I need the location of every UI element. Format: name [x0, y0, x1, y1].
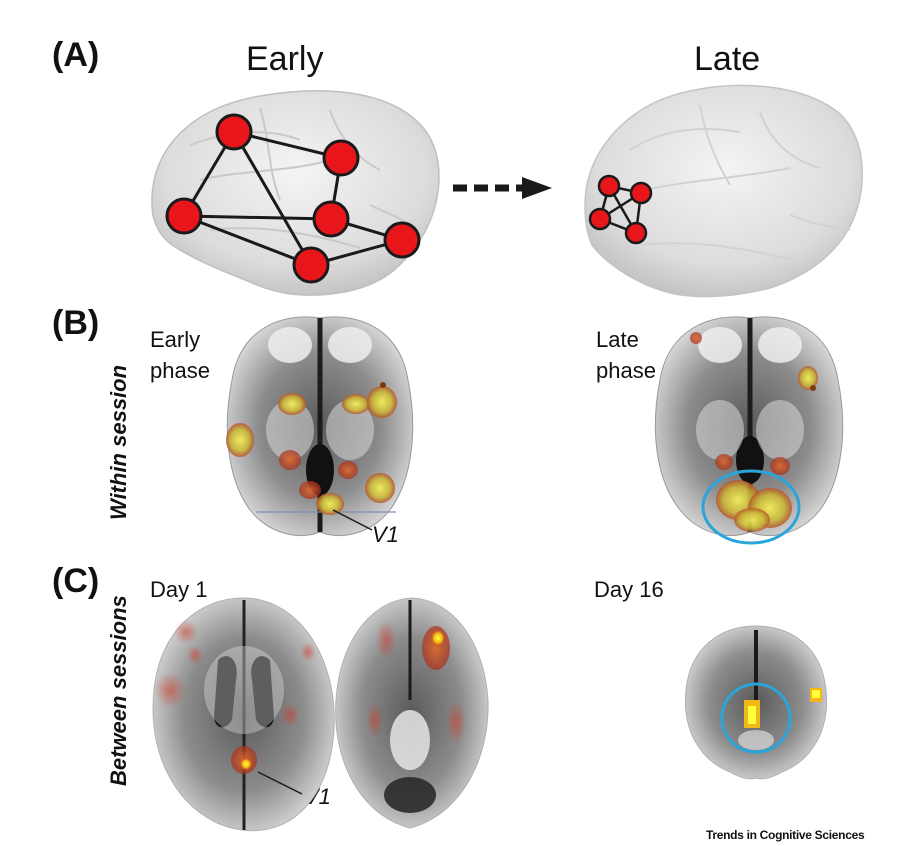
- journal-credit: Trends in Cognitive Sciences: [706, 828, 865, 842]
- day1-inferior-slice: [335, 597, 489, 829]
- node: [624, 221, 648, 245]
- early-phase-label: Early phase: [150, 324, 210, 386]
- node: [383, 221, 421, 259]
- node: [312, 200, 350, 238]
- late-phase-line1: Late: [596, 327, 639, 352]
- day1-label: Day 1: [150, 577, 208, 602]
- late-brain: [584, 84, 864, 298]
- early-title: Early: [246, 40, 324, 78]
- late-phase-highlight-circle: [701, 469, 801, 545]
- day16-highlight-circle: [720, 682, 792, 754]
- node: [588, 207, 612, 231]
- v1-label-b: V1: [372, 522, 399, 547]
- early-phase-line1: Early: [150, 327, 201, 352]
- day16-coronal-slice: [684, 625, 828, 780]
- panel-b-letter: (B): [52, 304, 100, 342]
- panel-a-letter: (A): [52, 36, 100, 74]
- node: [597, 174, 621, 198]
- day1-axial-slice: [152, 597, 335, 832]
- early-phase-line2: phase: [150, 358, 210, 383]
- late-phase-line2: phase: [596, 358, 656, 383]
- node: [292, 246, 330, 284]
- early-to-late-arrow: [453, 177, 552, 199]
- panel-c-letter: (C): [52, 562, 100, 600]
- early-network-nodes: [165, 113, 421, 284]
- early-phase-brain-slice: [226, 316, 414, 537]
- late-network-nodes: [588, 174, 653, 245]
- node: [215, 113, 253, 151]
- node: [165, 197, 203, 235]
- late-phase-brain-slice: [654, 316, 844, 545]
- late-title: Late: [694, 40, 761, 78]
- node: [629, 181, 653, 205]
- late-phase-label: Late phase: [596, 324, 656, 386]
- day16-label: Day 16: [594, 577, 664, 602]
- node: [322, 139, 360, 177]
